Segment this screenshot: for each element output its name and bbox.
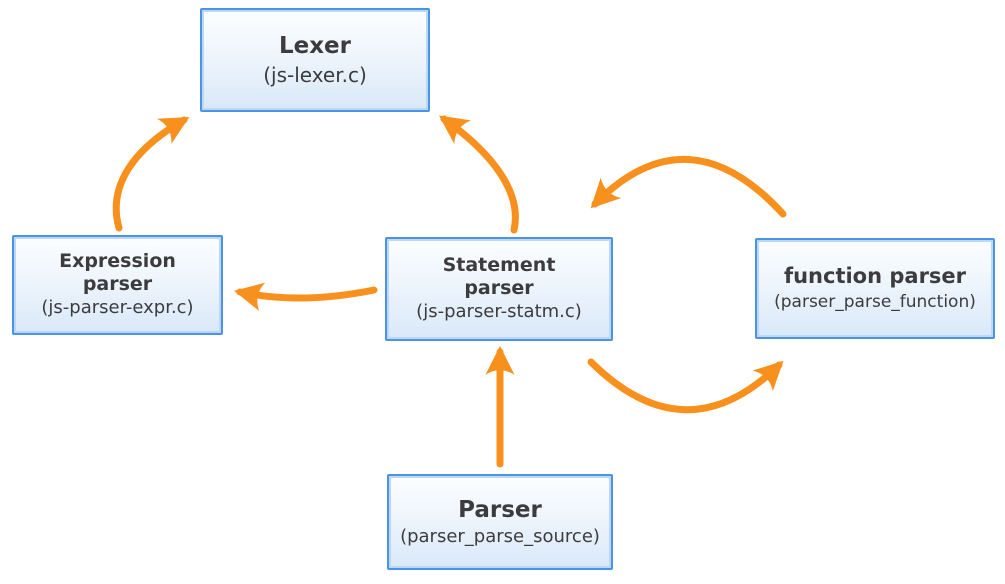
- node-lexer-title: Lexer: [278, 32, 352, 59]
- node-statement-parser-subtitle: (js-parser-statm.c): [416, 301, 582, 323]
- arrow-statement-to-expression: [233, 282, 378, 311]
- node-expression-parser-subtitle: (js-parser-expr.c): [41, 297, 194, 319]
- arrow-function-to-statement: [590, 156, 787, 218]
- node-lexer-subtitle: (js-lexer.c): [263, 63, 367, 88]
- node-statement-parser: Statement parser (js-parser-statm.c): [385, 237, 613, 341]
- node-statement-parser-title: Statement parser: [442, 254, 556, 300]
- arrow-expression-to-lexer: [112, 116, 190, 232]
- node-function-parser-title: function parser: [783, 263, 967, 288]
- node-parser: Parser (parser_parse_source): [387, 474, 613, 570]
- node-expression-parser-title: Expression parser: [59, 250, 176, 296]
- arrow-statement-to-function: [587, 358, 784, 414]
- node-parser-subtitle: (parser_parse_source): [400, 525, 600, 547]
- node-lexer: Lexer (js-lexer.c): [200, 8, 430, 112]
- node-expression-parser: Expression parser (js-parser-expr.c): [12, 235, 223, 335]
- arrow-statement-to-lexer: [438, 115, 519, 234]
- node-parser-title: Parser: [458, 496, 542, 523]
- node-function-parser: function parser (parser_parse_function): [755, 238, 995, 339]
- node-function-parser-subtitle: (parser_parse_function): [774, 292, 976, 313]
